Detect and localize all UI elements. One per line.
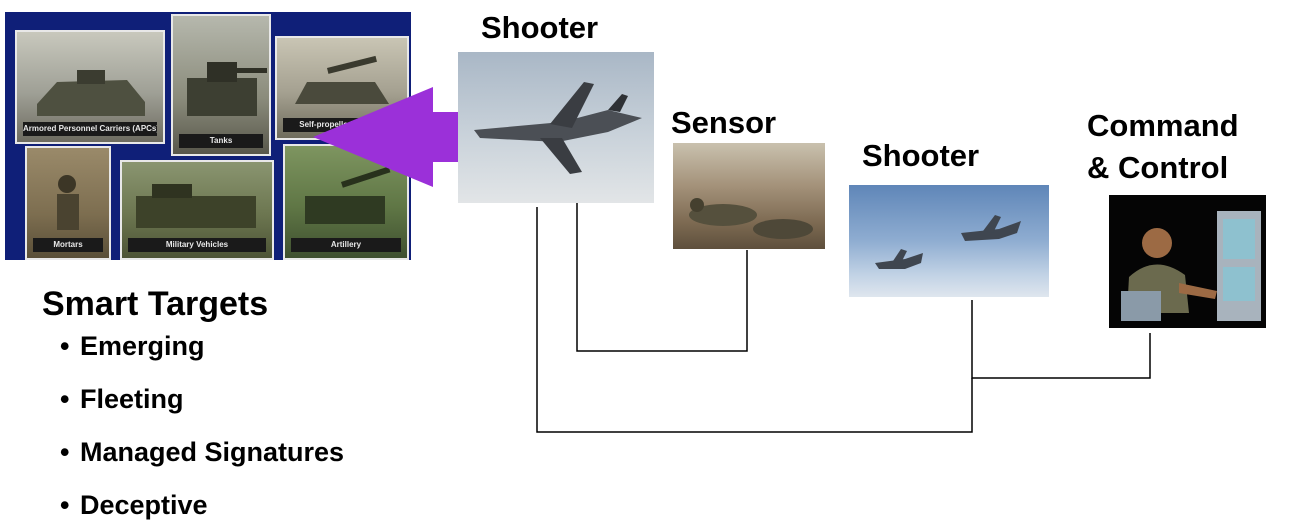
sensor-label: Sensor xyxy=(671,105,777,140)
operator-at-console-photo xyxy=(1109,195,1266,328)
bullet-item: Managed Signatures xyxy=(60,437,344,468)
shooter-top-command-connector xyxy=(536,207,973,433)
collage-caption: Artillery xyxy=(291,238,401,252)
collage-caption: Tanks xyxy=(179,134,263,148)
command-label-line1: Command xyxy=(1087,108,1239,143)
bullet-item: Fleeting xyxy=(60,384,183,415)
collage-caption: Military Vehicles xyxy=(128,238,266,252)
bullet-item: Emerging xyxy=(60,331,204,362)
collage-tile-self-propelled: Self-propelled Artillery xyxy=(275,36,409,140)
collage-tile-tanks: Tanks xyxy=(171,14,271,156)
sensor-shooter-connector xyxy=(576,196,748,352)
bullet-item: Deceptive xyxy=(60,490,208,521)
command-label-line2: & Control xyxy=(1087,150,1229,185)
collage-tile-apc: Armored Personnel Carriers (APCs) xyxy=(15,30,165,144)
purple-left-arrow-icon xyxy=(313,87,460,187)
collage-tile-vehicles: Military Vehicles xyxy=(120,160,274,260)
collage-caption: Armored Personnel Carriers (APCs) xyxy=(23,122,157,136)
smart-targets-title: Smart Targets xyxy=(42,285,269,323)
shooter-mid-command-connector xyxy=(971,300,1151,379)
collage-caption: Mortars xyxy=(33,238,103,252)
collage-tile-mortars: Mortars xyxy=(25,146,111,260)
shooter-mid-label: Shooter xyxy=(862,138,980,173)
fighter-jet-photo xyxy=(458,52,654,203)
shooter-top-label: Shooter xyxy=(481,10,599,45)
two-fighter-jets-photo xyxy=(849,185,1049,297)
soldiers-prone-photo xyxy=(673,143,825,249)
